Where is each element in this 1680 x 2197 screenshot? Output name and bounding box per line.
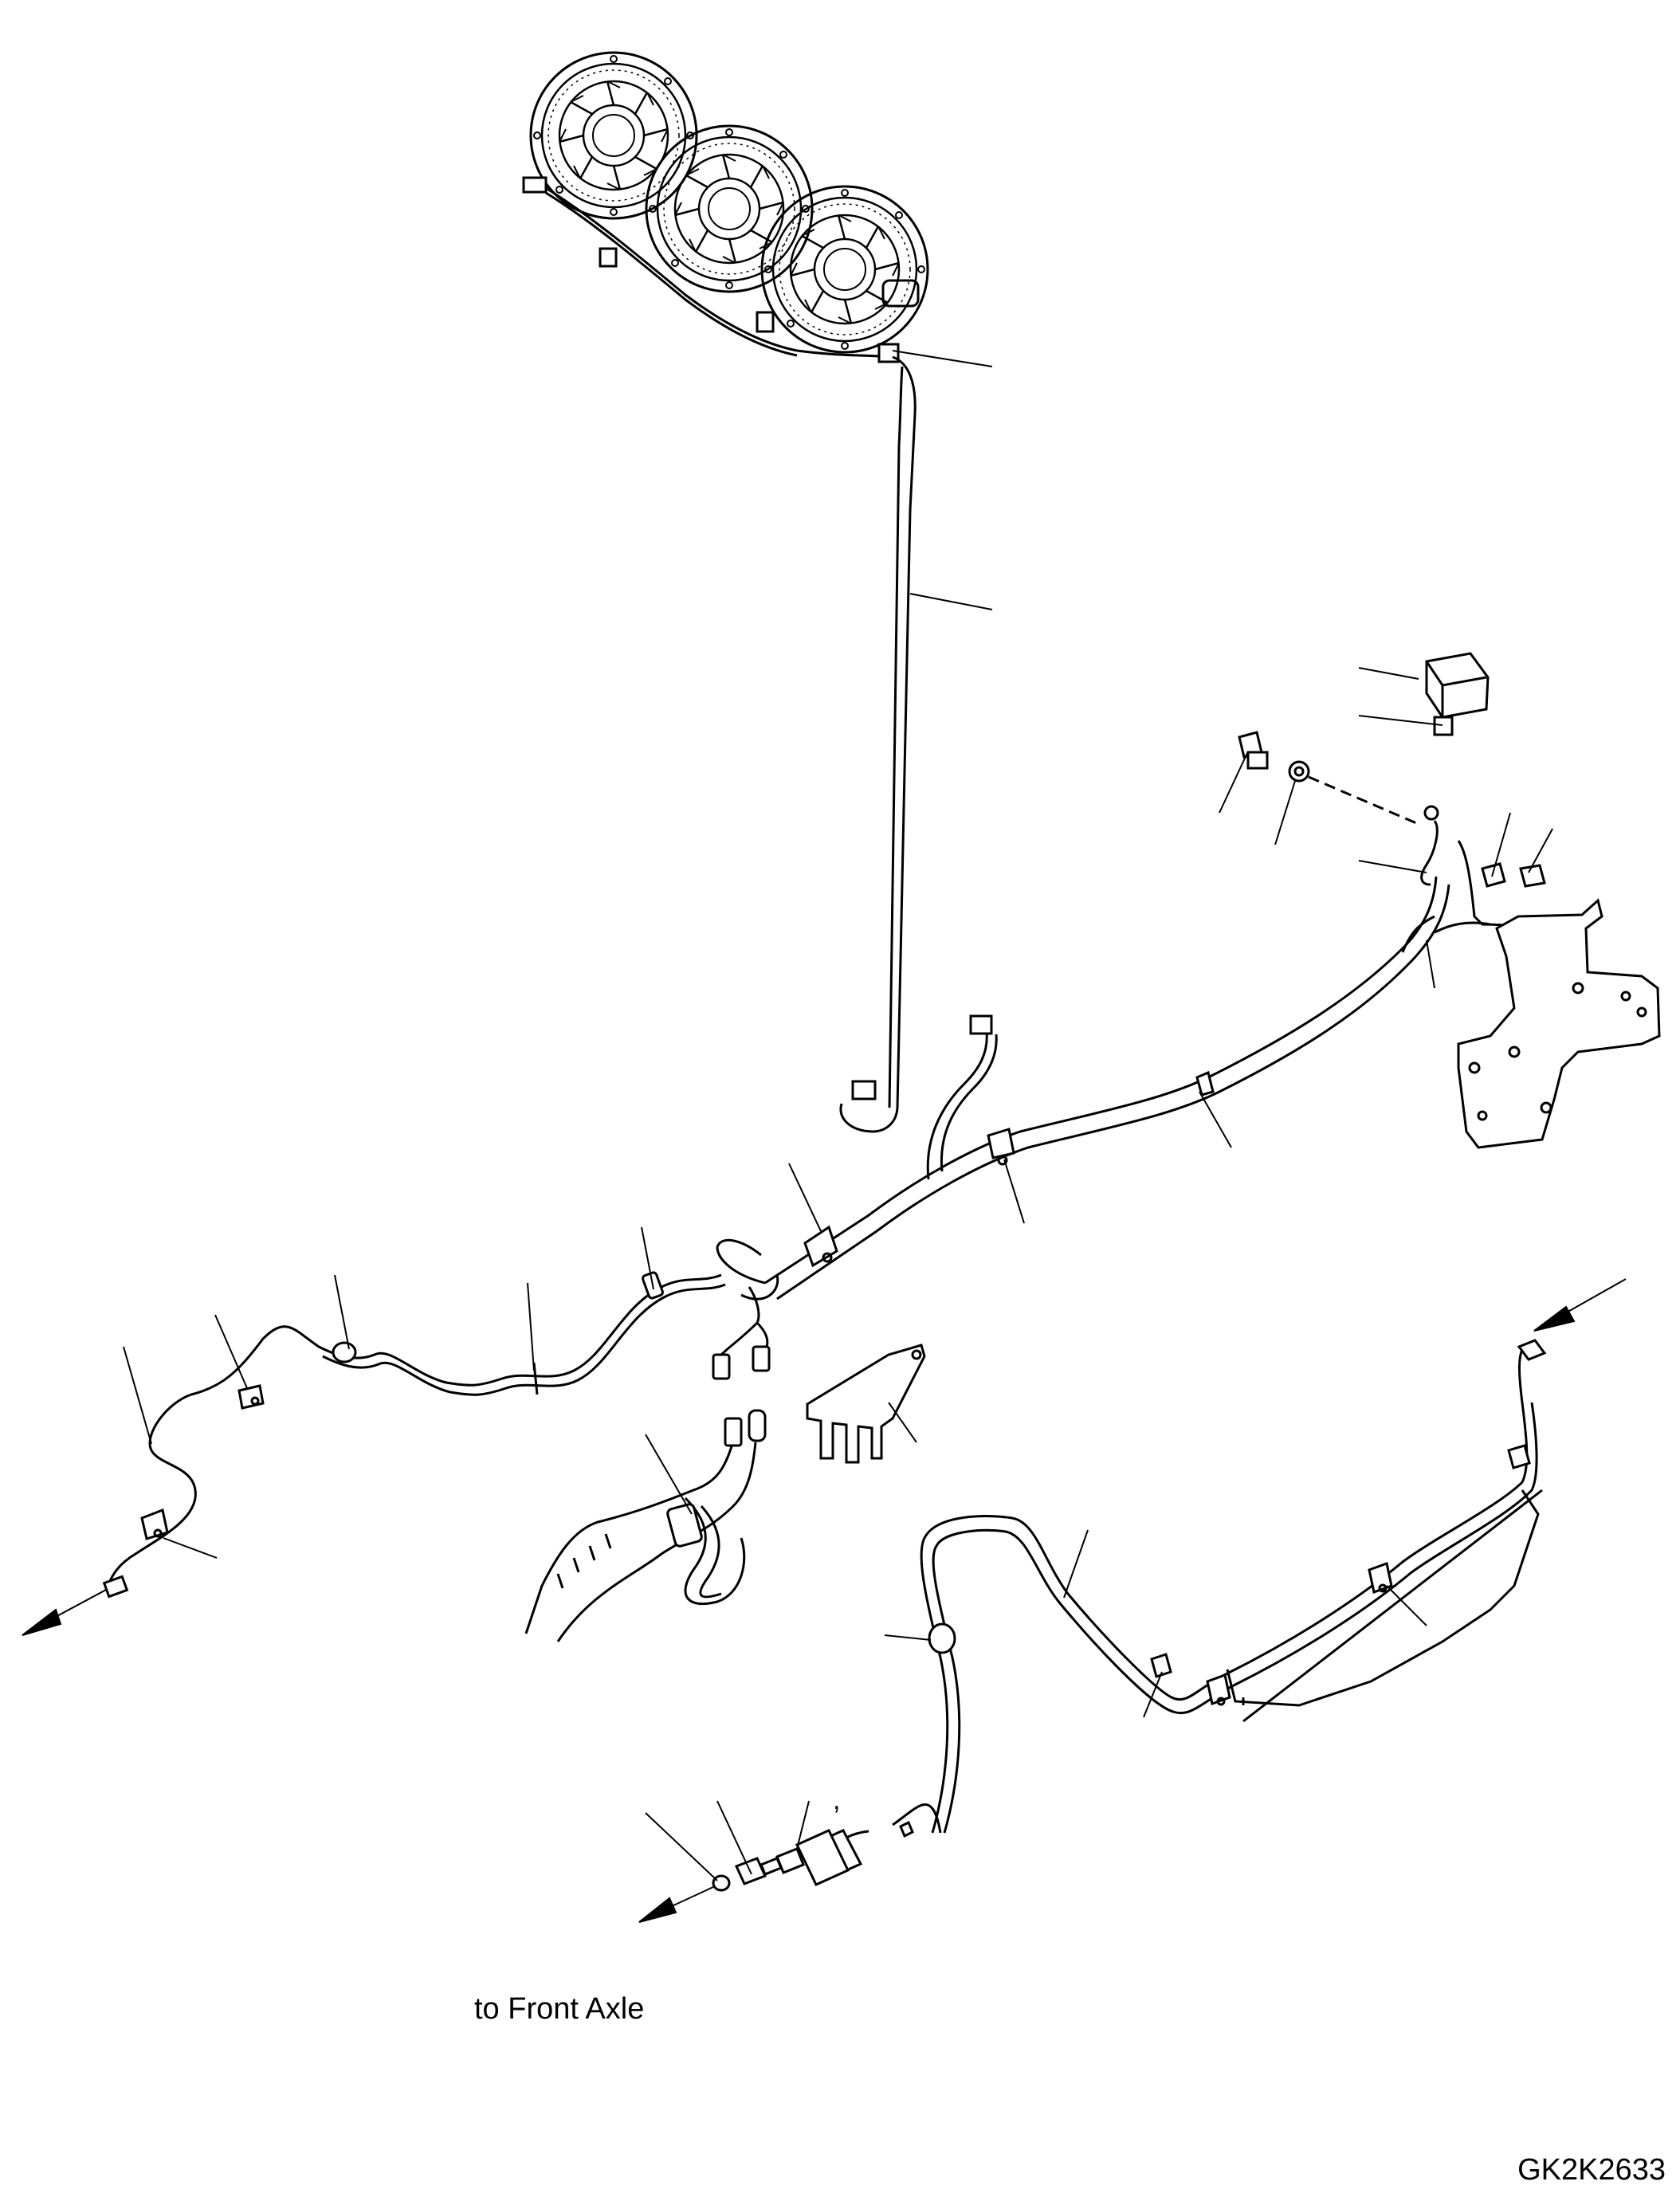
fan-harness — [522, 176, 917, 1133]
figure-code: GK2K2633 — [1517, 2153, 1666, 2187]
direction-arrows — [22, 1278, 1627, 1923]
cooling-fans — [529, 51, 929, 354]
main-harness — [716, 876, 1491, 1301]
caption-to-front-axle: to Front Axle — [474, 1992, 644, 2026]
arrow-left-head — [22, 1608, 62, 1636]
terminal-plate — [806, 1344, 926, 1464]
relay-bracket — [1238, 652, 1661, 1149]
lower-right-harness — [920, 1339, 1547, 1834]
arrow-front-axle-head — [638, 1897, 677, 1923]
arrow-right-head — [1533, 1305, 1576, 1332]
sub-harness — [524, 1442, 757, 1642]
front-axle-cable — [712, 1803, 942, 1892]
stray-mark: , — [833, 1785, 840, 1815]
leader-lines — [123, 350, 1553, 1881]
left-harness — [102, 1271, 771, 1599]
